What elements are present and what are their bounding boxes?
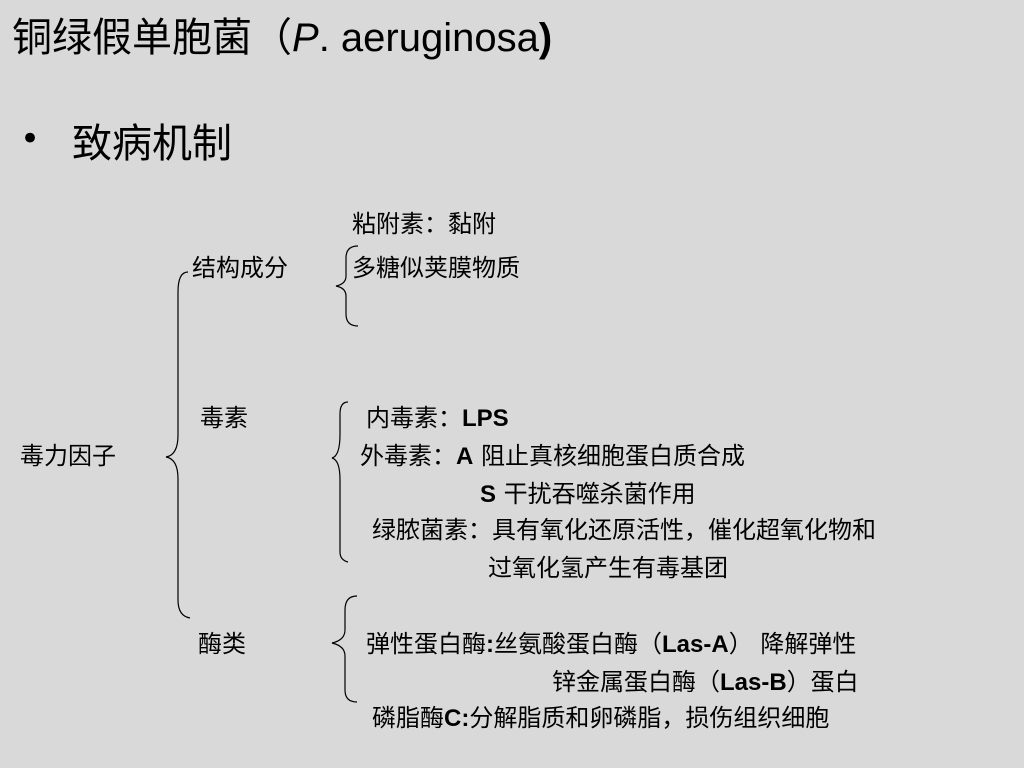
elastase-serine: 丝氨酸蛋白酶（ [494, 630, 662, 658]
toxins-brace [331, 401, 349, 563]
endotoxin-prefix: 内毒素： [366, 404, 462, 432]
elastase-line-1: 弹性蛋白酶:丝氨酸蛋白酶（Las-A） 降解弹性 [366, 632, 856, 657]
toxins-label: 毒素 [200, 404, 248, 432]
phospholipase-prefix: 磷脂酶 [372, 704, 444, 732]
enzymes-brace [331, 595, 358, 703]
pyocyanin-line-2: 过氧化氢产生有毒基团 [488, 554, 728, 582]
elastase-colon: : [486, 631, 494, 658]
title-species: . aeruginosa [318, 16, 539, 60]
elastase-las-a: Las-A [662, 631, 729, 658]
bullet-icon: • [20, 119, 41, 159]
exotoxin-prefix: 外毒素： [360, 442, 456, 470]
exotoxin-a-letter: A [456, 443, 474, 470]
structural-label: 结构成分 [192, 254, 288, 282]
enzymes-label: 酶类 [198, 630, 246, 658]
exotoxin-a-line: 外毒素：A 阻止真核细胞蛋白质合成 [360, 444, 745, 469]
structural-item-capsule: 多糖似荚膜物质 [352, 254, 520, 282]
elastase-las-b: Las-B [720, 669, 787, 696]
exotoxin-s-line: S 干扰吞噬杀菌作用 [480, 482, 696, 507]
phospholipase-c: C: [444, 705, 470, 732]
exotoxin-s-letter: S [480, 481, 497, 508]
elastase-prefix: 弹性蛋白酶 [366, 630, 486, 658]
title-genus: P [292, 16, 319, 60]
elastase-end: ） 降解弹性 [728, 630, 857, 658]
structural-item-adhesin: 粘附素：黏附 [352, 210, 496, 238]
endotoxin-line: 内毒素：LPS [366, 406, 509, 431]
title-close-paren: ) [538, 16, 553, 60]
endotoxin-lps: LPS [462, 405, 509, 432]
root-brace [165, 271, 191, 619]
zinc-end: ）蛋白 [786, 668, 859, 696]
slide-title: 铜绿假单胞菌（P. aeruginosa) [12, 18, 552, 58]
root-label: 毒力因子 [20, 442, 116, 470]
exotoxin-s-text: 干扰吞噬杀菌作用 [496, 480, 696, 508]
elastase-line-2: 锌金属蛋白酶（Las-B）蛋白 [552, 670, 859, 695]
phospholipase-text: 分解脂质和卵磷脂，损伤组织细胞 [469, 704, 830, 732]
bullet-heading: 致病机制 [72, 121, 232, 167]
exotoxin-a-text: 阻止真核细胞蛋白质合成 [473, 442, 745, 470]
phospholipase-line: 磷脂酶C:分解脂质和卵磷脂，损伤组织细胞 [372, 706, 829, 731]
title-chinese: 铜绿假单胞菌（ [12, 15, 292, 61]
zinc-prefix: 锌金属蛋白酶（ [552, 668, 720, 696]
pyocyanin-line-1: 绿脓菌素：具有氧化还原活性，催化超氧化物和 [372, 516, 876, 544]
